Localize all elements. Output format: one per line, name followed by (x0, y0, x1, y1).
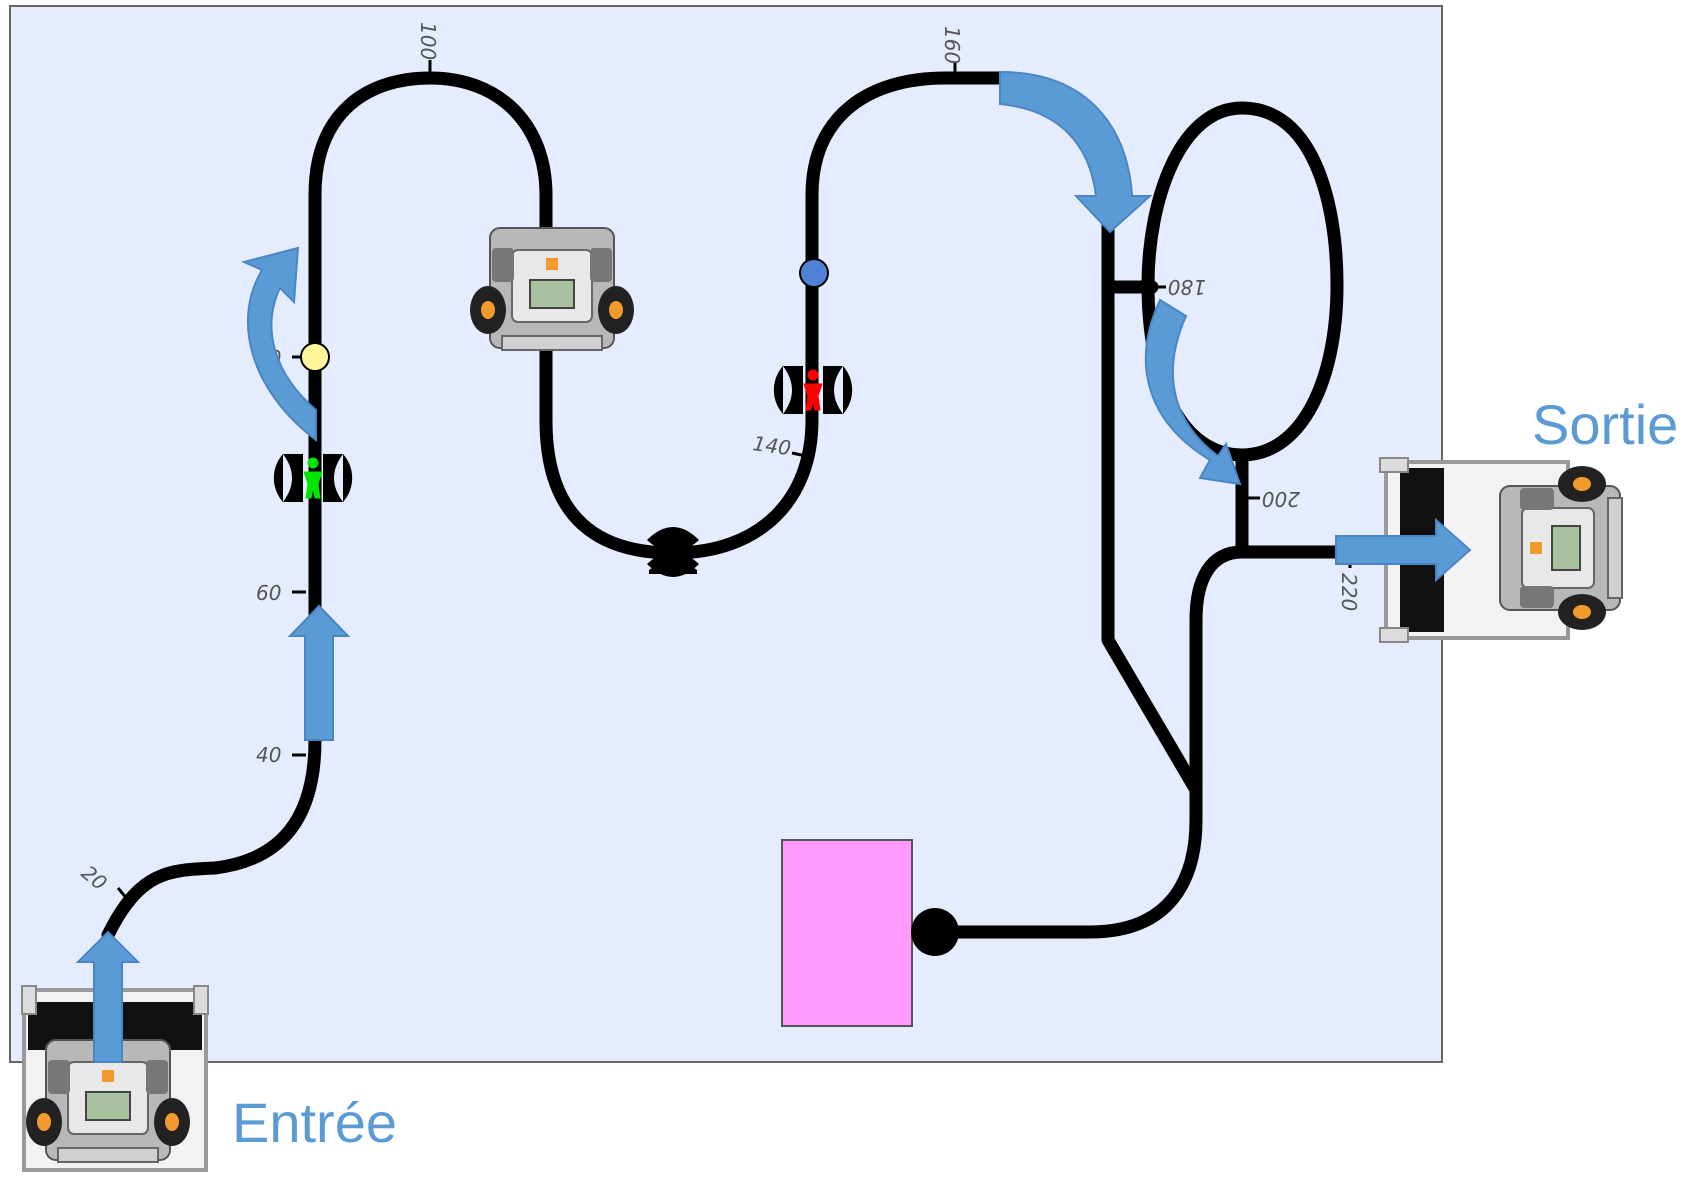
exit-robot-icon (1499, 465, 1623, 631)
tick-label-160: 160 (940, 26, 964, 64)
track-line (101, 71, 1344, 942)
exit-label: Sortie (1532, 393, 1679, 456)
tick-label-100: 100 (416, 22, 440, 60)
red-person-gate-icon (773, 366, 853, 414)
arrow-icon (1144, 298, 1242, 486)
pink-target-zone (781, 839, 913, 1027)
arrow-icon (75, 930, 141, 1063)
tick-label-220: 220 (1337, 573, 1361, 611)
tick-label-40: 40 (256, 743, 281, 767)
tick-label-60: 60 (256, 581, 281, 605)
tick-label-200: 200 (1262, 487, 1300, 511)
tick-label-140: 140 (751, 431, 792, 460)
robot-icon (469, 227, 635, 351)
board-mat (9, 5, 1443, 1063)
arrow-icon (999, 70, 1153, 234)
arrow-icon (287, 604, 351, 741)
yellow-marker-icon (300, 342, 330, 372)
blue-marker-icon (799, 258, 829, 288)
arrow-icon (1335, 517, 1472, 583)
entry-label: Entrée (232, 1091, 397, 1154)
direction-arrows (75, 70, 1472, 1063)
empty-gate-icon (647, 527, 699, 577)
stop-dot-icon (911, 908, 959, 956)
arrow-icon (240, 246, 317, 443)
tick-label-180: 180 (1168, 275, 1206, 299)
green-person-gate-icon (273, 454, 353, 502)
